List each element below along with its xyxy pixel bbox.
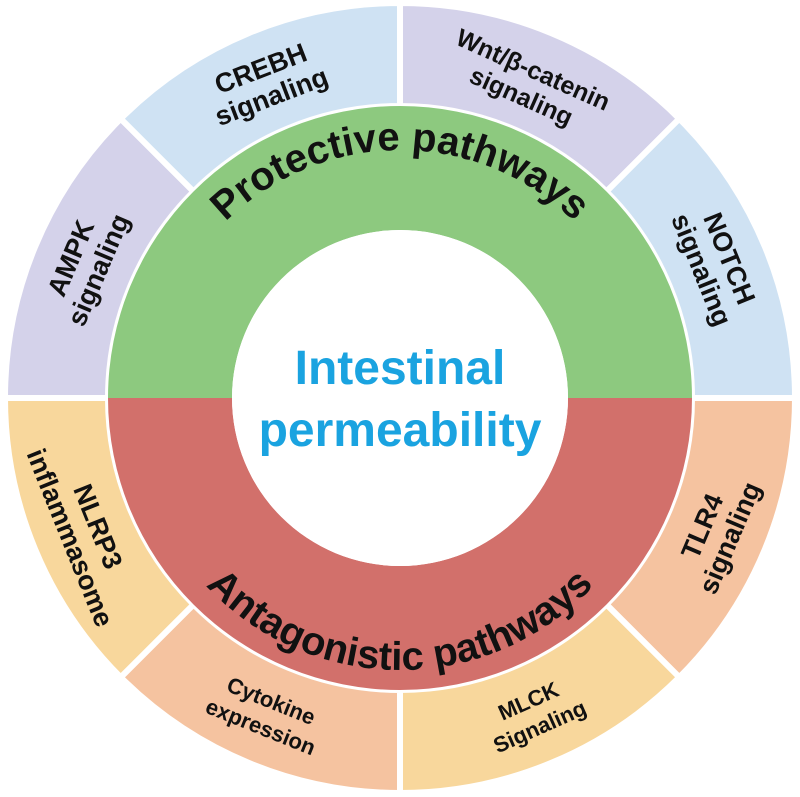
center-circle <box>232 230 568 566</box>
antagonistic-pathways-ring <box>108 398 692 690</box>
center-title-line-1: Intestinal <box>295 342 506 395</box>
center-title-line-2: permeability <box>259 404 542 457</box>
protective-pathways-ring <box>108 106 692 398</box>
